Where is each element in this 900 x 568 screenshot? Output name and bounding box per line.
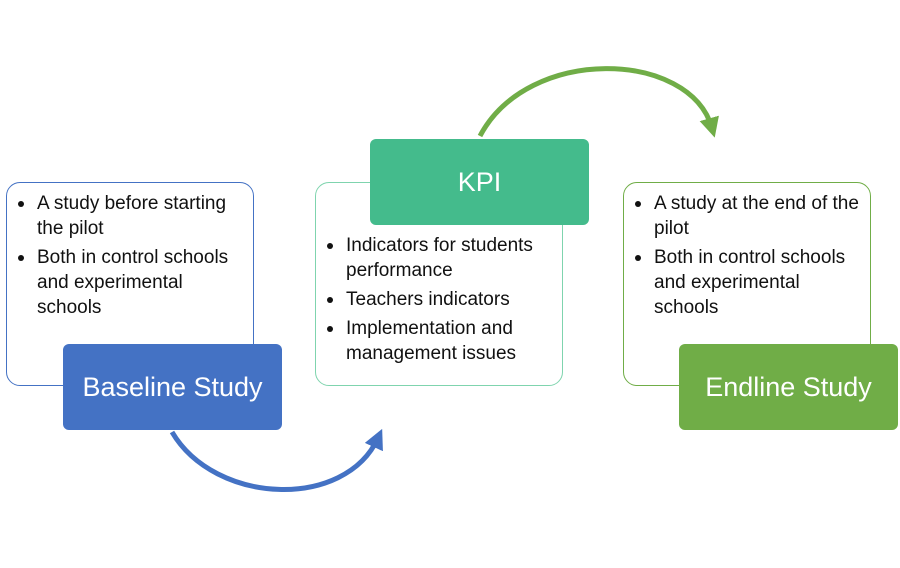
list-item: Both in control schools and experimental… <box>13 245 247 320</box>
endline-bullet-list: A study at the end of the pilot Both in … <box>630 191 864 320</box>
arrow-kpi-to-endline <box>477 66 719 138</box>
list-item: Indicators for students performance <box>322 233 556 283</box>
list-item: Teachers indicators <box>322 287 556 312</box>
list-item: Both in control schools and experimental… <box>630 245 864 320</box>
baseline-study-label: Baseline Study <box>82 371 263 402</box>
baseline-details-box: A study before starting the pilot Both i… <box>6 182 254 386</box>
kpi-bullet-list: Indicators for students performance Teac… <box>322 233 556 366</box>
kpi-label-box: KPI <box>370 139 589 225</box>
list-item: Implementation and management issues <box>322 316 556 366</box>
list-item: A study at the end of the pilot <box>630 191 864 241</box>
baseline-bullet-list: A study before starting the pilot Both i… <box>13 191 247 320</box>
list-item: A study before starting the pilot <box>13 191 247 241</box>
arrow-baseline-to-kpi <box>169 428 383 492</box>
kpi-label: KPI <box>457 166 502 197</box>
endline-study-label: Endline Study <box>705 371 872 402</box>
baseline-study-label-box: Baseline Study <box>63 344 282 430</box>
endline-study-label-box: Endline Study <box>679 344 898 430</box>
